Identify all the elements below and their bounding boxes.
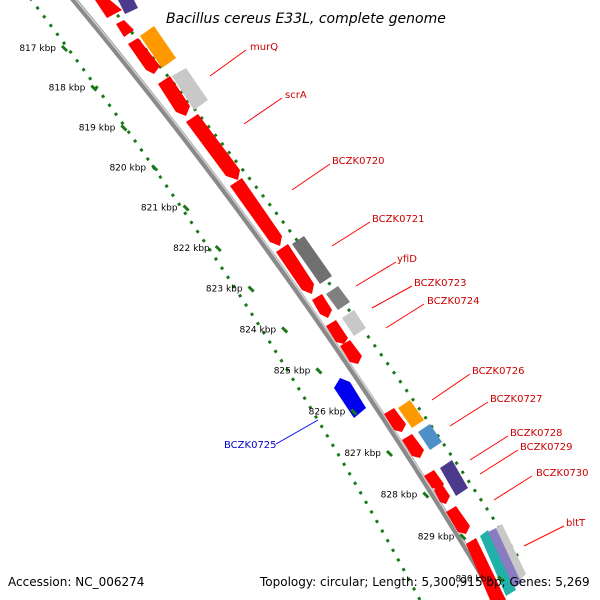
tick-mark: [315, 367, 323, 375]
tick-mark: [151, 164, 159, 172]
tick-label: 820 kbp: [109, 163, 146, 173]
gene-label-scra[interactable]: scrA: [285, 90, 307, 101]
map-title: Bacillus cereus E33L, complete genome: [166, 11, 446, 27]
gene-arrow-forward[interactable]: [276, 244, 314, 294]
gene-arrow-forward[interactable]: [116, 20, 134, 37]
gene-label-bczk0727[interactable]: BCZK0727: [490, 394, 543, 405]
gene-arrow-forward[interactable]: [446, 506, 470, 534]
feature-track: [95, 0, 526, 600]
tick-label: 825 kbp: [274, 366, 311, 376]
tick-label: 818 kbp: [49, 84, 86, 94]
gene-labels: murQ scrA BCZK0720 BCZK0721 yfiD BCZK072…: [224, 42, 589, 529]
tick-mark: [120, 124, 128, 132]
tick-label: 830 kbp: [455, 574, 492, 584]
tick-mark: [60, 44, 69, 53]
footer-summary: Topology: circular; Length: 5,300,915 bp…: [259, 575, 590, 589]
gene-label-bczk0728[interactable]: BCZK0728: [510, 428, 563, 439]
gene-label-yfid[interactable]: yfiD: [397, 254, 417, 265]
tick-label: 824 kbp: [239, 325, 276, 335]
gene-block-bczk0721[interactable]: [292, 236, 332, 284]
gene-label-murq[interactable]: murQ: [250, 42, 278, 53]
gene-arrow-forward[interactable]: [312, 294, 332, 318]
gene-block-purple[interactable]: [118, 0, 138, 14]
backbone: [70, 0, 501, 600]
gene-label-bczk0720[interactable]: BCZK0720: [332, 156, 385, 167]
gene-label-bczk0730[interactable]: BCZK0730: [536, 468, 589, 479]
gene-label-bczk0721[interactable]: BCZK0721: [372, 214, 425, 225]
tick-label: 828 kbp: [381, 491, 418, 501]
gene-block-bczk0727[interactable]: [418, 424, 442, 450]
gene-label-bczk0726[interactable]: BCZK0726: [472, 366, 525, 377]
gene-arrow-forward[interactable]: [424, 470, 444, 490]
gene-arrow-forward[interactable]: [466, 538, 506, 600]
gene-block-gray[interactable]: [496, 524, 526, 580]
gene-arrow-forward[interactable]: [326, 320, 348, 344]
tick-mark: [497, 575, 505, 583]
gene-arrow-forward[interactable]: [230, 178, 282, 246]
inner-tick-track: [29, 0, 422, 600]
tick-label: 826 kbp: [309, 408, 346, 418]
tick-label: 827 kbp: [344, 449, 381, 459]
footer-accession: Accession: NC_006274: [8, 575, 144, 589]
gene-block-murq[interactable]: [140, 26, 176, 68]
gene-label-bczk0723[interactable]: BCZK0723: [414, 278, 467, 289]
tick-label: 821 kbp: [141, 204, 178, 214]
tick-mark: [385, 449, 394, 458]
gene-block-purple[interactable]: [488, 528, 522, 588]
tick-label: 819 kbp: [79, 123, 116, 133]
gene-arrow-forward[interactable]: [186, 114, 240, 180]
gene-arrow-forward[interactable]: [158, 76, 190, 116]
tick-mark: [247, 285, 255, 293]
gene-arrow-forward[interactable]: [402, 434, 424, 458]
label-connectors: [209, 49, 565, 547]
gene-arrow-forward[interactable]: [434, 484, 450, 504]
tick-mark: [350, 408, 358, 416]
gene-block-scra[interactable]: [172, 68, 208, 110]
outer-tick-track: [102, 0, 522, 561]
tick-marks: 817 kbp 818 kbp 819 kbp 820 kbp 821 kbp 822 k…: [19, 44, 505, 584]
gene-block-yfid[interactable]: [326, 286, 350, 310]
tick-mark: [422, 491, 430, 499]
tick-mark: [182, 204, 190, 212]
gene-label-bczk0724[interactable]: BCZK0724: [427, 296, 480, 307]
gene-arrow-forward[interactable]: [340, 340, 362, 364]
tick-label: 822 kbp: [173, 244, 210, 254]
tick-mark: [90, 84, 98, 92]
gene-block-teal[interactable]: [480, 530, 516, 596]
tick-mark: [281, 326, 289, 334]
gene-block-bczk0729[interactable]: [440, 460, 468, 496]
gene-label-bltt[interactable]: bltT: [566, 518, 586, 529]
gene-arrow-forward[interactable]: [384, 408, 406, 432]
gene-arrow-forward[interactable]: [95, 0, 122, 18]
gene-block-bczk0723[interactable]: [342, 310, 366, 336]
tick-mark: [459, 533, 467, 541]
tick-label: 829 kbp: [418, 532, 455, 542]
gene-label-bczk0725[interactable]: BCZK0725: [224, 440, 277, 451]
gene-block-bczk0726[interactable]: [398, 400, 424, 428]
tick-mark: [214, 244, 222, 253]
gene-arrow-forward[interactable]: [128, 38, 160, 74]
tick-label: 817 kbp: [19, 44, 56, 54]
gene-arrow-bczk0725[interactable]: [334, 378, 366, 418]
tick-label: 823 kbp: [206, 285, 243, 295]
gene-label-bczk0729[interactable]: BCZK0729: [520, 442, 573, 453]
